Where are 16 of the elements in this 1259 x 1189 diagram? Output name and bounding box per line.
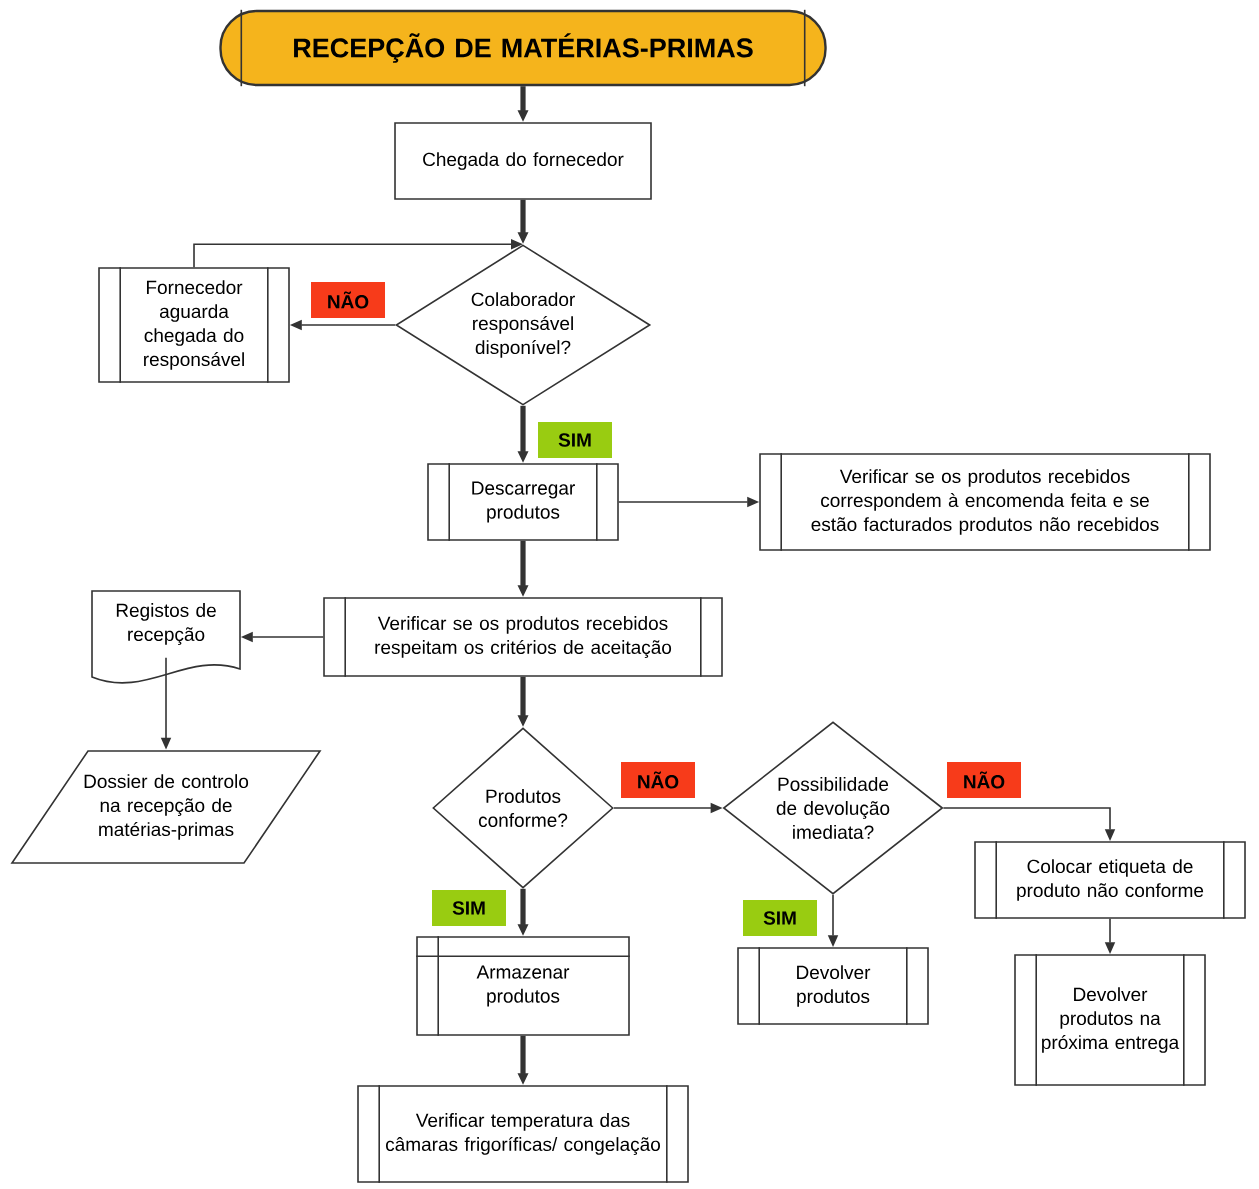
edge-label: SIM bbox=[432, 890, 506, 926]
process-box: Fornecedor aguarda chegada do responsável bbox=[98, 266, 290, 384]
process-box: Verificar se os produtos recebidos correspondem à encomenda feita e se estão facturados produtos não recebidos bbox=[759, 452, 1211, 552]
edge-label: SIM bbox=[743, 900, 817, 936]
process-box: Verificar se os produtos recebidos respeitam os critérios de aceitação bbox=[323, 596, 723, 678]
process-box: Chegada do fornecedor bbox=[394, 122, 652, 200]
edge-label: NÃO bbox=[947, 762, 1021, 798]
process-box: Descarregar produtos bbox=[427, 462, 619, 542]
process-box: Colocar etiqueta de produto não conforme bbox=[974, 840, 1246, 920]
process-box: Devolver produtos bbox=[737, 946, 929, 1026]
edge-label: NÃO bbox=[311, 282, 385, 318]
process-box: Verificar temperatura das câmaras frigoríficas/ congelação bbox=[357, 1084, 689, 1184]
process-box: Devolver produtos na próxima entrega bbox=[1014, 953, 1206, 1087]
edge-label: NÃO bbox=[621, 762, 695, 798]
edge-label: SIM bbox=[538, 422, 612, 458]
process-box: Armazenar produtos bbox=[415, 935, 631, 1037]
